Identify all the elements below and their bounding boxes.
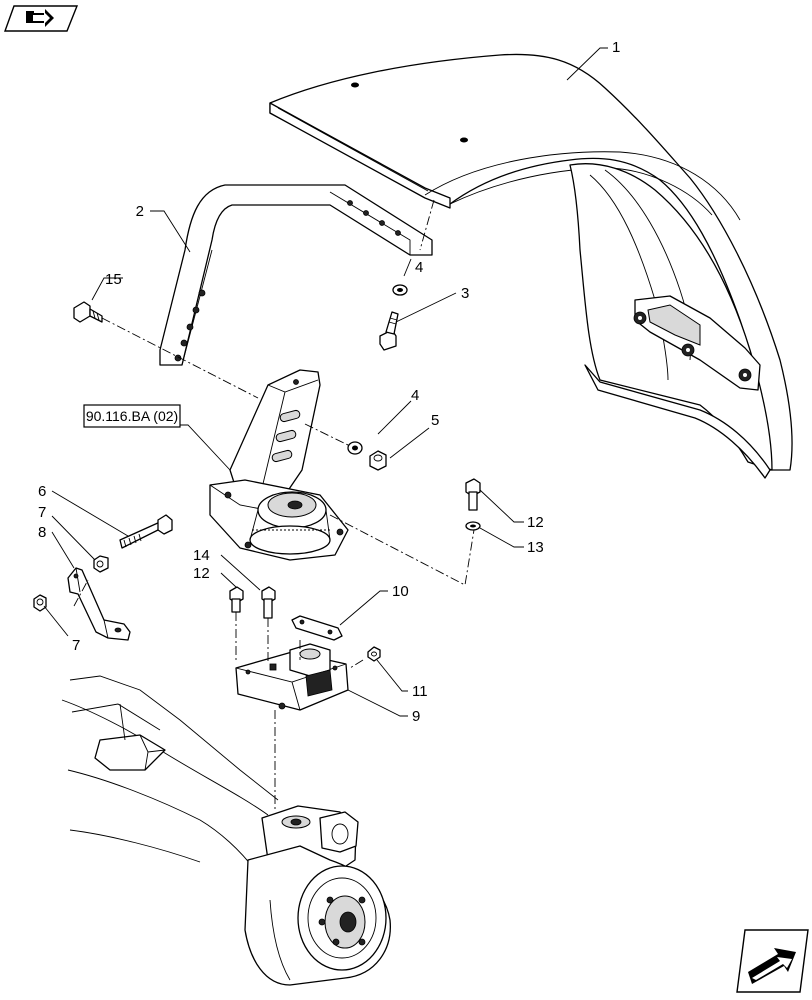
callout-7-upper: 7: [38, 504, 46, 521]
callout-4-lower: 4: [411, 387, 419, 404]
callout-12-left: 12: [193, 565, 210, 582]
mounting-bracket-assembly: [209, 369, 349, 561]
fender-part: [269, 53, 793, 479]
bracket-8-part: [67, 567, 131, 641]
reference-link-90-116-ba[interactable]: 90.116.BA (02): [83, 404, 181, 428]
nut-7-upper-part: [93, 555, 109, 573]
block-9-part: [235, 643, 349, 711]
previous-page-arrow-icon[interactable]: [4, 5, 79, 32]
callout-14: 14: [193, 547, 210, 564]
callout-13: 13: [527, 539, 544, 556]
washer-4-lower-part: [347, 441, 363, 455]
callout-3: 3: [461, 285, 469, 302]
callout-2: 2: [136, 203, 144, 220]
callout-8: 8: [38, 524, 46, 541]
assembly-center-lines: [73, 199, 475, 810]
nut-7-lower-part: [33, 594, 47, 612]
callout-1: 1: [612, 39, 620, 56]
front-axle-part: [61, 675, 391, 986]
callout-12-right: 12: [527, 514, 544, 531]
nut-5-part: [369, 450, 387, 471]
callout-leaders: [43, 47, 608, 717]
bolt-15-part: [73, 301, 103, 323]
callout-9: 9: [412, 708, 420, 725]
washer-4-upper-part: [392, 284, 408, 296]
bolt-12-right-part: [465, 478, 481, 511]
support-bar-part: [159, 184, 433, 366]
bolt-6-part: [119, 514, 173, 549]
bolt-14-part: [261, 586, 276, 619]
nut-11-part: [367, 646, 381, 662]
washer-13-part: [465, 521, 481, 531]
bolt-3-part: [379, 311, 399, 351]
next-page-arrow-icon[interactable]: [736, 929, 809, 993]
callout-6: 6: [38, 483, 46, 500]
callout-4-upper: 4: [415, 259, 423, 276]
callout-11: 11: [412, 683, 428, 700]
callout-10: 10: [392, 583, 409, 600]
callout-numbers: 1 2 3 4 4 5 6 7 7 8 9 10 11 12 12 13 14 …: [38, 39, 620, 725]
bolt-12-left-part: [229, 586, 244, 613]
callout-7-lower: 7: [72, 637, 80, 654]
plate-10-part: [291, 615, 343, 641]
reference-label: 90.116.BA (02): [86, 408, 178, 424]
callout-5: 5: [431, 412, 439, 429]
callout-15: 15: [105, 271, 122, 288]
